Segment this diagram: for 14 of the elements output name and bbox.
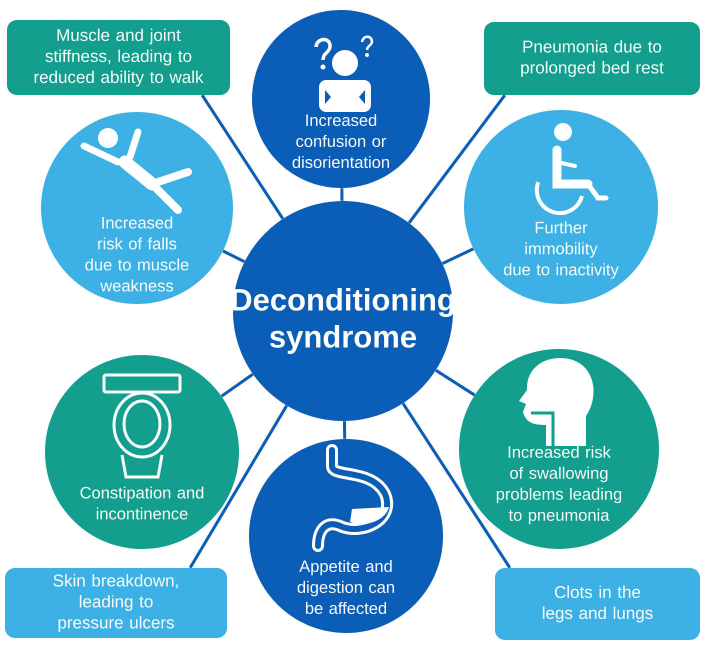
connector-line bbox=[340, 188, 344, 201]
connector-line bbox=[222, 250, 246, 264]
connector-line bbox=[408, 94, 506, 224]
connector-line bbox=[342, 421, 346, 439]
connector-line bbox=[435, 369, 476, 396]
connector-line bbox=[200, 94, 284, 220]
info-box: Muscle and joint stiffness, leading to reduced ability to walk bbox=[7, 20, 230, 95]
connector-line bbox=[220, 373, 254, 398]
connector-line bbox=[188, 404, 288, 569]
connector-line bbox=[402, 402, 512, 569]
connector-line bbox=[442, 248, 474, 265]
info-box: Skin breakdown, leading to pressure ulcers bbox=[5, 568, 227, 638]
info-box: Clots in the legs and lungs bbox=[495, 568, 700, 640]
info-box: Pneumonia due to prolonged bed rest bbox=[484, 22, 700, 95]
